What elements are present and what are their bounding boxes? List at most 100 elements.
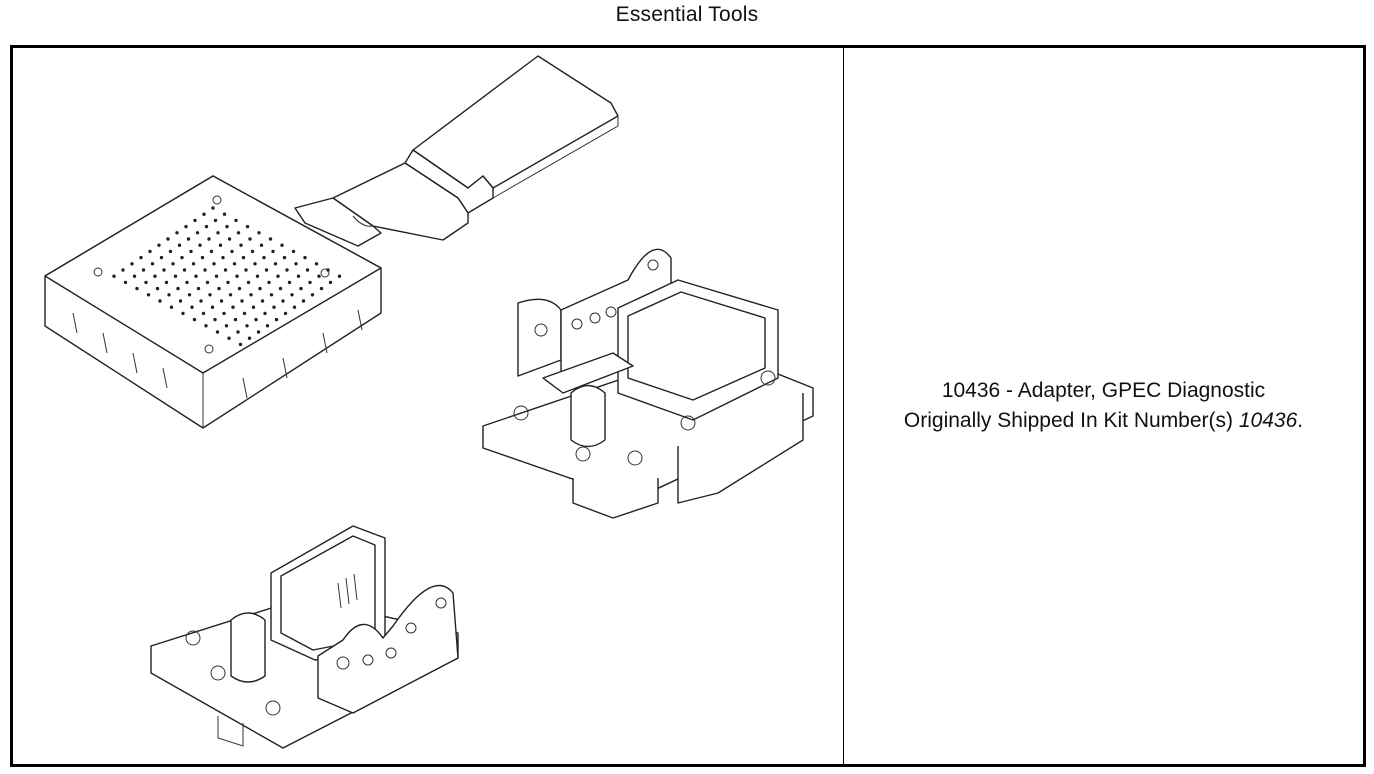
pin-dot — [290, 293, 294, 297]
column-divider — [843, 48, 844, 764]
pin-dot — [199, 299, 203, 303]
pin-dot — [135, 286, 139, 291]
pin-dot — [236, 330, 240, 334]
pin-dot — [235, 274, 239, 278]
pin-dot — [169, 305, 174, 309]
pin-dot — [271, 249, 275, 254]
pin-dot — [246, 280, 251, 285]
pin-dot — [259, 243, 264, 247]
pin-dot — [204, 324, 208, 328]
kit-prefix: Originally Shipped In Kit Number(s) — [903, 409, 1239, 432]
pin-dot — [216, 231, 220, 235]
pin-dot — [242, 311, 247, 316]
pin-dot — [186, 237, 191, 241]
pin-dot — [209, 249, 214, 254]
pin-dot — [222, 212, 227, 216]
pin-dot — [265, 324, 270, 328]
pin-dot — [278, 286, 283, 291]
pin-dot — [282, 255, 287, 260]
pin-dot — [241, 255, 246, 260]
tool-illustration — [44, 55, 814, 749]
pin-dot — [203, 268, 207, 272]
pin-dot — [153, 274, 157, 278]
pin-dot — [164, 280, 169, 285]
pin-dot — [144, 280, 148, 285]
pin-dot — [296, 274, 301, 278]
kit-suffix: . — [1297, 409, 1304, 432]
pin-dot — [237, 286, 242, 291]
pin-dot — [234, 218, 238, 223]
breakout-box — [44, 175, 382, 429]
pin-dot — [281, 299, 285, 303]
pin-dot — [301, 299, 306, 303]
pin-dot — [291, 249, 296, 254]
pin-dot — [228, 293, 233, 297]
pin-dot — [272, 305, 276, 309]
pin-dot — [256, 330, 261, 334]
pin-dot — [317, 274, 321, 278]
pin-dot — [314, 262, 319, 266]
pin-dot — [254, 317, 258, 322]
pin-dot — [200, 255, 205, 260]
pin-dot — [210, 305, 215, 309]
pin-dot — [223, 268, 228, 272]
pin-dot — [222, 311, 226, 316]
pin-dot — [191, 262, 196, 266]
pin-dot — [310, 293, 315, 297]
pin-dot — [176, 286, 180, 291]
pin-dot — [171, 262, 175, 266]
pin-dot — [283, 311, 288, 316]
pin-dot — [190, 305, 194, 309]
pin-dot — [255, 274, 260, 278]
pin-dot — [213, 218, 218, 223]
pin-dot — [212, 262, 216, 266]
pin-dot — [182, 268, 187, 272]
pin-dot — [303, 255, 307, 260]
pin-dot — [294, 262, 298, 266]
pin-dot — [226, 280, 230, 285]
pin-dot — [273, 262, 278, 266]
pin-dot — [184, 224, 188, 229]
pin-dot — [236, 231, 241, 235]
pin-dot — [253, 262, 257, 266]
pin-dot — [232, 262, 237, 266]
pin-dot — [233, 317, 238, 322]
pin-dot — [167, 293, 171, 297]
pin-dot — [204, 224, 209, 229]
pin-dot — [308, 280, 312, 285]
pin-dot — [215, 330, 220, 334]
pin-dot — [148, 249, 152, 254]
pin-dot — [238, 342, 243, 347]
pin-dot — [162, 268, 166, 272]
pin-dot — [280, 243, 284, 247]
pin-dot — [249, 293, 253, 297]
pin-dot — [181, 311, 185, 316]
pin-dot — [192, 317, 197, 322]
pin-dot — [225, 224, 229, 229]
pin-dot — [231, 305, 235, 309]
pin-dot — [168, 249, 173, 254]
pin-dot — [146, 293, 151, 297]
pin-dot — [245, 324, 249, 328]
tool-table: 10436 - Adapter, GPEC Diagnostic Origina… — [10, 45, 1366, 767]
pin-dot — [202, 212, 206, 216]
pin-dot — [221, 255, 225, 260]
pin-dot — [299, 286, 303, 291]
pin-dot — [112, 274, 116, 278]
pin-dot — [158, 299, 162, 303]
page-title: Essential Tools — [615, 3, 759, 26]
pin-dot — [230, 249, 234, 254]
pin-dot — [130, 262, 134, 266]
pin-dot — [177, 243, 182, 247]
pin-dot — [155, 286, 160, 291]
pin-dot — [274, 317, 279, 322]
pin-dot — [211, 206, 215, 210]
pin-dot — [305, 268, 310, 272]
pin-dot — [219, 299, 224, 303]
pin-dot — [166, 237, 170, 241]
pin-dot — [287, 280, 292, 285]
pin-dot — [195, 231, 200, 235]
pin-dot — [292, 305, 297, 309]
pin-dot — [175, 231, 179, 235]
pin-dot — [247, 336, 252, 340]
